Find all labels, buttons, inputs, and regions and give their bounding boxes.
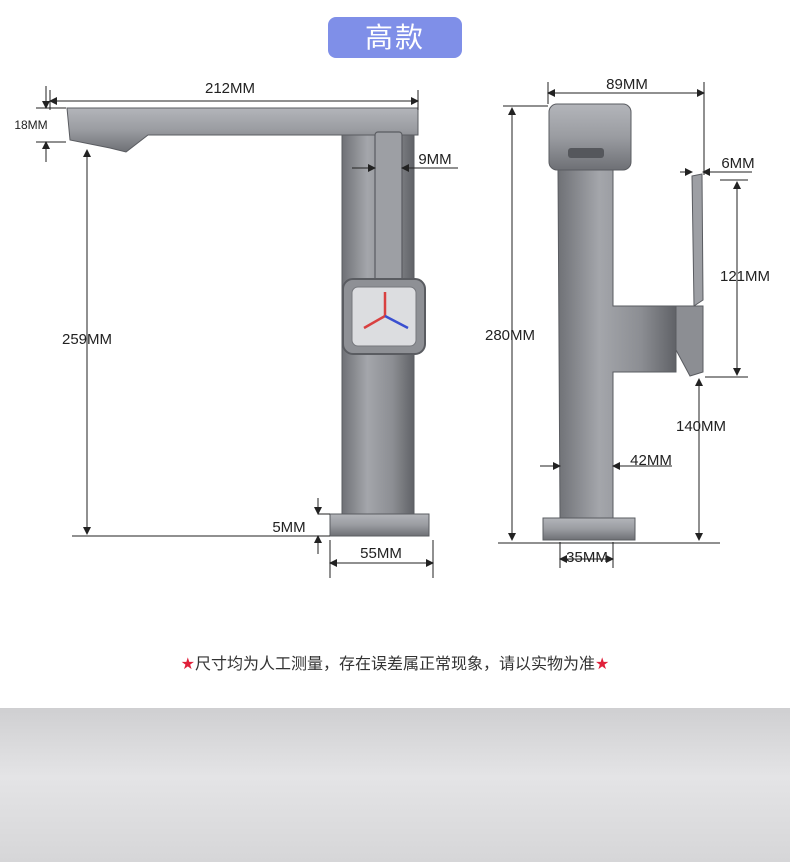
- dim-top-width: 89MM: [606, 76, 648, 93]
- dim-side-base-width: 35MM: [566, 549, 608, 566]
- dim-lever-thickness: 6MM: [721, 155, 754, 172]
- style-badge: 高款: [328, 17, 462, 58]
- front-faucet: [66, 107, 430, 537]
- dim-front-base-width: 55MM: [360, 545, 402, 562]
- dim-spout-thickness: 18MM: [14, 118, 47, 132]
- front-dimension-lines: [36, 86, 458, 578]
- dim-total-height: 280MM: [485, 327, 535, 344]
- cold-indicator: [384, 314, 409, 330]
- measurement-note: ★尺寸均为人工测量，存在误差属正常现象，请以实物为准★: [0, 650, 790, 674]
- side-dimension-lines: [498, 82, 752, 568]
- star-icon: ★: [595, 654, 610, 673]
- dim-handle-width: 9MM: [418, 151, 451, 168]
- dim-outlet-height: 140MM: [676, 418, 726, 435]
- dim-body-width: 42MM: [630, 452, 672, 469]
- dim-spout-length: 212MM: [205, 80, 255, 97]
- star-icon: ★: [180, 654, 195, 673]
- note-text: 尺寸均为人工测量，存在误差属正常现象，请以实物为准: [194, 654, 595, 673]
- dimension-diagram: 212MM 18MM 9MM 259MM 5MM 55MM: [14, 76, 770, 578]
- side-faucet: [542, 103, 704, 541]
- dim-base-thickness: 5MM: [272, 519, 305, 536]
- dim-front-height: 259MM: [62, 331, 112, 348]
- dim-lever-height: 121MM: [720, 268, 770, 285]
- bottom-gradient-band: [0, 708, 790, 862]
